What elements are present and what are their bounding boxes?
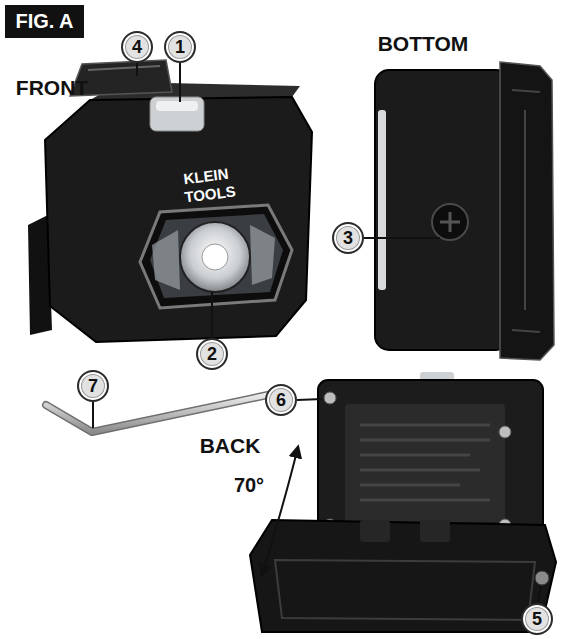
front-housing [45, 97, 312, 342]
lens-window [150, 214, 283, 298]
leader-line [538, 586, 541, 603]
front-view [28, 60, 312, 342]
leader-line [92, 402, 94, 428]
tilt-knob [432, 204, 468, 240]
screw [499, 426, 511, 438]
knob-cross [440, 212, 460, 232]
callout-number: 1 [175, 37, 185, 58]
back-plate [318, 380, 543, 545]
power-button [150, 97, 204, 131]
label-area [345, 404, 505, 522]
hinge-knuckle [420, 520, 450, 542]
clip-inner [275, 560, 535, 620]
led-right [250, 225, 275, 285]
callout-number: 6 [276, 390, 286, 411]
hex-key [46, 392, 282, 432]
hinge-clip [250, 520, 556, 632]
view-label: BACK [200, 435, 261, 456]
reflector [180, 222, 250, 292]
callout-circle: 1 [164, 31, 196, 63]
view-label: BOTTOM [378, 33, 469, 54]
angle-label: 70° [234, 475, 264, 495]
callout-number: 5 [532, 609, 542, 630]
figure-label: FIG. A [15, 10, 73, 33]
view-label: FRONT [16, 77, 88, 98]
callout-circle: 2 [196, 338, 228, 370]
lens-frame [140, 205, 292, 308]
leader-lines [93, 63, 541, 603]
leader-line [179, 63, 181, 102]
callout-number: 7 [88, 376, 98, 397]
leader-line [211, 292, 213, 338]
bottom-housing [375, 70, 510, 350]
hex-key-shine [46, 392, 282, 432]
hinge-pin [535, 571, 549, 585]
screw [324, 392, 336, 404]
callout-circle: 7 [77, 370, 109, 402]
back-view [250, 372, 556, 632]
callout-circle: 6 [265, 384, 297, 416]
button-edge [378, 110, 386, 290]
callout-number: 3 [343, 228, 353, 249]
bottom-view [375, 62, 554, 360]
angle-arc [262, 447, 298, 575]
callout-number: 2 [207, 344, 217, 365]
callout-circle: 5 [521, 603, 553, 635]
leader-line [364, 237, 440, 239]
clip-edge [88, 66, 160, 70]
callout-circle: 4 [121, 31, 153, 63]
hinge-knuckle [360, 520, 390, 542]
button-highlight [156, 101, 198, 111]
figure-tag: FIG. A [5, 5, 84, 38]
hex-key-body [46, 392, 282, 432]
center-led [202, 244, 228, 270]
led-left [152, 230, 180, 290]
label-print [360, 425, 490, 500]
leader-line [297, 399, 323, 400]
leader-line [136, 63, 138, 76]
clip-frame [500, 62, 554, 360]
clip-ribs [512, 90, 540, 332]
callout-circle: 3 [332, 222, 364, 254]
callout-number: 4 [132, 37, 142, 58]
